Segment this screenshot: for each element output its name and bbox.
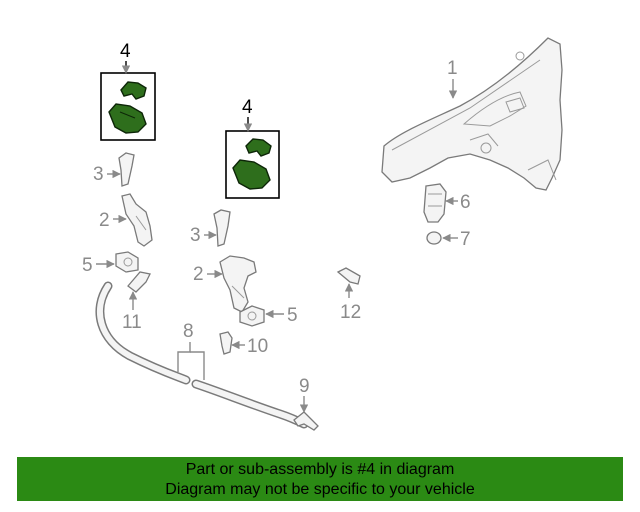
callout-2-center: 2 xyxy=(193,264,204,285)
part-2-center[interactable] xyxy=(219,255,257,313)
part-4-group-center[interactable] xyxy=(225,130,280,199)
part-3-center[interactable] xyxy=(213,209,231,247)
part-5-left[interactable] xyxy=(115,251,139,273)
part-6-washer-pump[interactable] xyxy=(423,183,447,223)
part-1-washer-reservoir[interactable] xyxy=(381,37,563,191)
part-4-nozzle-cover-small-center[interactable] xyxy=(245,138,272,157)
part-2-left[interactable] xyxy=(121,193,153,247)
part-12-connector[interactable] xyxy=(336,267,361,285)
info-banner: Part or sub-assembly is #4 in diagram Di… xyxy=(17,457,623,501)
part-7-grommet[interactable] xyxy=(426,231,442,245)
callout-4-left: 4 xyxy=(120,41,131,62)
part-4-nozzle-cover-large-center[interactable] xyxy=(232,159,271,190)
callout-11: 11 xyxy=(122,312,142,333)
callout-9: 9 xyxy=(299,376,310,397)
callout-10: 10 xyxy=(247,336,268,357)
callout-3-center: 3 xyxy=(190,225,201,246)
callout-8: 8 xyxy=(183,321,194,342)
part-8-hose[interactable] xyxy=(95,281,309,429)
banner-line-1: Part or sub-assembly is #4 in diagram xyxy=(185,461,455,478)
callout-12: 12 xyxy=(340,302,361,323)
callout-3-left: 3 xyxy=(93,164,104,185)
part-9-bracket[interactable] xyxy=(293,411,319,431)
callout-7: 7 xyxy=(460,229,471,250)
callout-5-left: 5 xyxy=(82,255,93,276)
banner-line-2: Diagram may not be specific to your vehi… xyxy=(165,481,475,498)
callout-1: 1 xyxy=(447,58,458,79)
callout-5-center: 5 xyxy=(287,305,298,326)
part-3-left[interactable] xyxy=(118,152,135,187)
part-4-group-left[interactable] xyxy=(100,72,156,141)
part-4-nozzle-cover-large-left[interactable] xyxy=(108,103,147,134)
parts-diagram: 4 4 3 2 5 11 8 3 xyxy=(82,37,563,431)
callout-6: 6 xyxy=(460,192,471,213)
callout-4-center: 4 xyxy=(242,97,253,118)
part-10-clip[interactable] xyxy=(219,331,233,355)
callout-2-left: 2 xyxy=(99,210,110,231)
part-4-nozzle-cover-small-left[interactable] xyxy=(120,81,147,100)
part-5-center[interactable] xyxy=(239,305,265,327)
part-11-connector[interactable] xyxy=(127,271,151,293)
